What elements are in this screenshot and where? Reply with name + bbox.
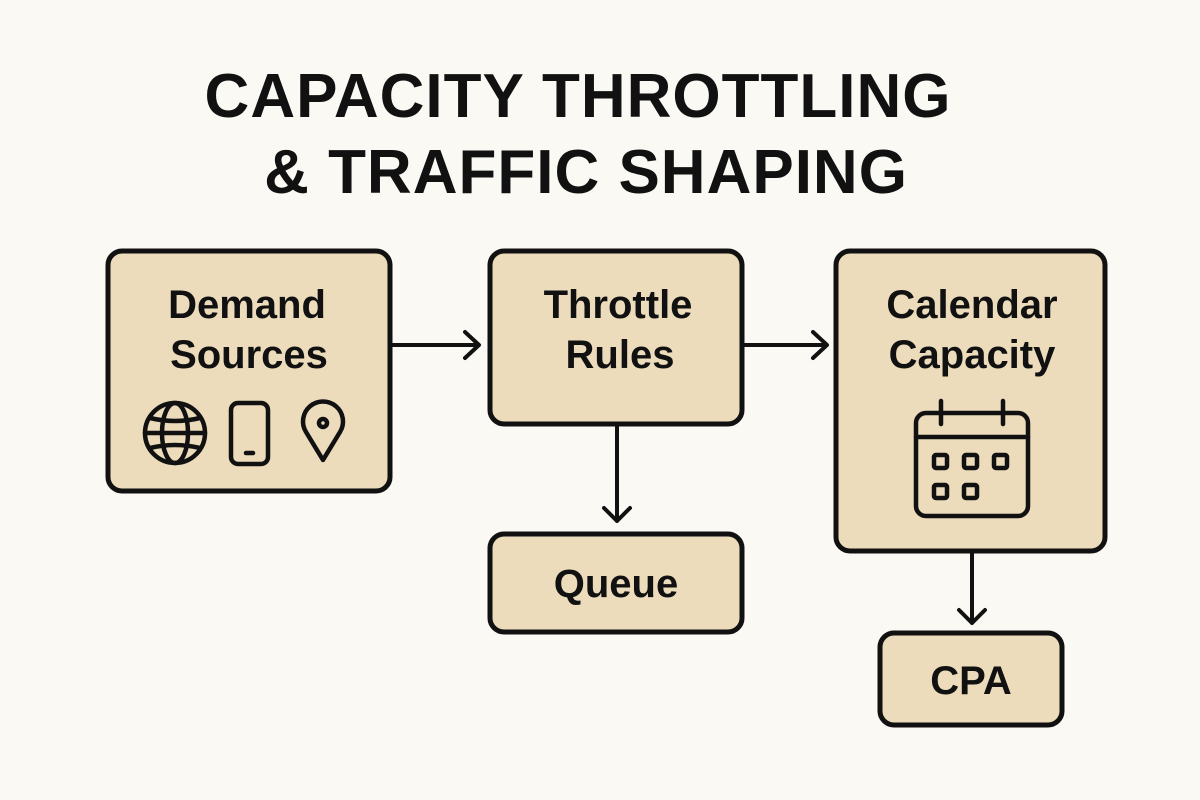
- title-line-2: & TRAFFIC SHAPING: [264, 138, 908, 207]
- node-demand-sources: Demand Sources: [105, 248, 393, 494]
- arrow-demand-to-throttle: [390, 330, 481, 360]
- node-label: CPA: [930, 659, 1011, 703]
- arrow-calendar-to-cpa: [957, 551, 987, 625]
- node-label: Queue: [554, 562, 678, 606]
- phone-icon: [228, 400, 271, 467]
- node-label: Demand: [168, 283, 326, 327]
- node-throttle-rules: Throttle Rules: [487, 248, 745, 427]
- globe-icon: [142, 400, 208, 466]
- location-pin-icon: [300, 399, 346, 463]
- arrow-throttle-to-queue: [602, 424, 632, 523]
- calendar-icon: [913, 398, 1031, 519]
- node-label: Throttle: [544, 283, 693, 327]
- node-calendar-capacity: Calendar Capacity: [833, 248, 1108, 554]
- arrow-throttle-to-calendar: [742, 330, 829, 360]
- node-queue: Queue: [487, 531, 745, 635]
- node-label: Calendar: [886, 283, 1057, 327]
- node-label: Capacity: [889, 333, 1056, 377]
- node-cpa: CPA: [877, 630, 1065, 728]
- node-label: Sources: [170, 333, 328, 377]
- node-label: Rules: [566, 333, 675, 377]
- title-line-1: CAPACITY THROTTLING: [205, 62, 952, 131]
